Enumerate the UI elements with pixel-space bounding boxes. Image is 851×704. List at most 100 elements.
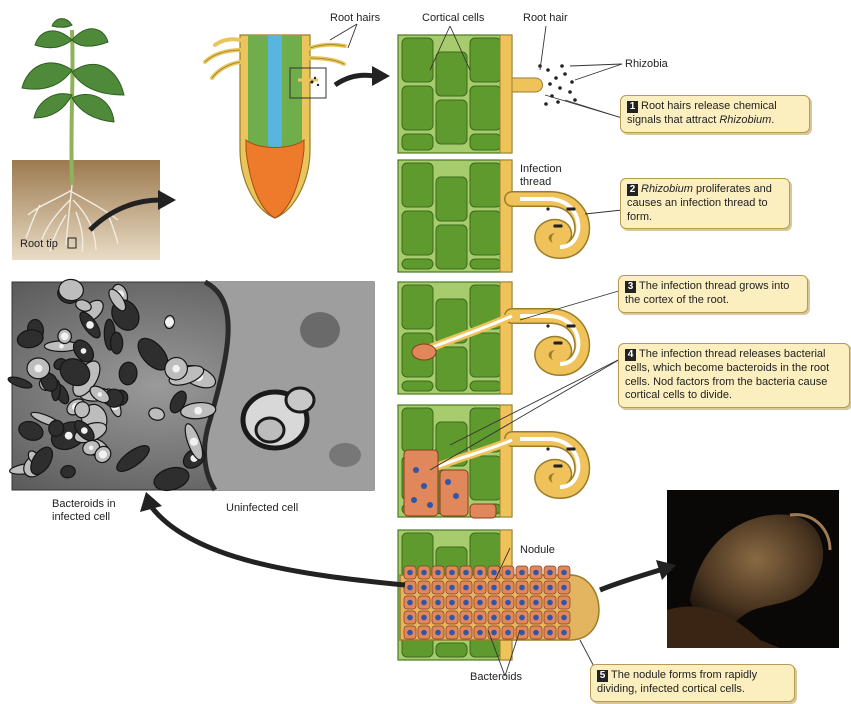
bacteroid: [547, 570, 553, 576]
cortical-cell: [402, 285, 433, 329]
step-text: The infection thread releases bacterial …: [625, 348, 829, 401]
bacteroid: [547, 615, 553, 621]
bacteroid: [449, 600, 455, 606]
step-3-callout: 3The infection thread grows into the cor…: [618, 275, 808, 313]
bacteroid: [413, 467, 419, 473]
infected-cell: [440, 470, 468, 516]
bacteroid: [407, 570, 413, 576]
bacterium-icon: [573, 98, 577, 102]
arrow-to-magnified-hair: [335, 75, 374, 85]
bacteroid: [421, 600, 427, 606]
step-text-end: .: [771, 114, 774, 126]
bacteroid: [463, 615, 469, 621]
granule: [81, 427, 88, 434]
bacteroid: [477, 585, 483, 591]
infection-thread-label: Infection thread: [520, 163, 576, 188]
bacteroid: [533, 585, 539, 591]
bacteroid: [449, 585, 455, 591]
granule: [65, 432, 73, 440]
bacteroid: [407, 630, 413, 636]
bacterium-icon: [566, 324, 569, 327]
bacteroid: [547, 630, 553, 636]
bacteroids-label: Bacteroids: [470, 671, 522, 684]
step-text-italic: Rhizobium: [641, 183, 693, 195]
step-number-badge: 5: [597, 670, 608, 682]
granule: [61, 332, 69, 340]
bacterium-icon: [566, 207, 569, 210]
stage-panel: [398, 160, 512, 272]
bacteroid: [463, 600, 469, 606]
rhizobia-label: Rhizobia: [625, 58, 668, 71]
bacteroid: [505, 585, 511, 591]
bacteroid: [445, 479, 451, 485]
cortical-cell: [470, 86, 501, 130]
bacterium-icon: [554, 76, 558, 80]
granule: [81, 348, 87, 354]
bacteroid: [449, 615, 455, 621]
bacteroid: [421, 630, 427, 636]
bacterium-icon: [560, 64, 564, 68]
bacteroids-in-infected-cell-label: Bacteroids in infected cell: [52, 498, 132, 523]
granule: [89, 445, 94, 450]
bacteroid: [449, 570, 455, 576]
cortical-cell: [470, 211, 501, 255]
root-hair: [512, 78, 543, 92]
bacteroid: [519, 570, 525, 576]
arrow-to-micrograph-head: [140, 492, 162, 512]
cortical-cell: [436, 177, 467, 221]
root-hair-label: Root hair: [523, 12, 568, 25]
bacteroid: [463, 570, 469, 576]
granule: [98, 392, 103, 397]
granule: [194, 407, 202, 415]
bacteroid: [435, 585, 441, 591]
bacteroid: [491, 570, 497, 576]
bacteroid: [407, 615, 413, 621]
bacteroid: [505, 600, 511, 606]
stage-panel: [398, 35, 512, 153]
bacteroid: [561, 630, 567, 636]
bacteroid: [463, 630, 469, 636]
bacteroid: [561, 585, 567, 591]
cortical-cell: [470, 163, 501, 207]
bacteroid: [533, 630, 539, 636]
cortical-cell: [402, 86, 433, 130]
bacteroid: [491, 630, 497, 636]
bacterium-icon: [546, 324, 549, 327]
plant-illustration: [12, 19, 160, 260]
bacteroid: [547, 585, 553, 591]
granule: [34, 364, 42, 372]
bacteroid: [491, 600, 497, 606]
bacteroid: [421, 483, 427, 489]
bacterium-icon: [546, 207, 549, 210]
cortical-cell: [402, 259, 433, 269]
cortical-cells-label: Cortical cells: [422, 12, 484, 25]
step-2-callout: 2Rhizobium proliferates and causes an in…: [620, 178, 790, 229]
bacteroid: [561, 615, 567, 621]
bacterium-icon: [563, 72, 567, 76]
cortical-cell: [470, 134, 501, 150]
cortical-cell: [402, 38, 433, 82]
cortical-cell: [402, 163, 433, 207]
bacteroid: [435, 630, 441, 636]
bacteroid: [561, 570, 567, 576]
granule: [59, 344, 64, 349]
bacteroid: [547, 600, 553, 606]
step-4-callout: 4The infection thread releases bacterial…: [618, 343, 850, 408]
bacteroid: [477, 615, 483, 621]
root-tip-label: Root tip: [20, 238, 58, 251]
cortical-cell: [436, 347, 467, 391]
step-text: The infection thread grows into the cort…: [625, 280, 789, 306]
cortical-cell: [470, 456, 501, 500]
bacterium-icon: [556, 100, 560, 104]
epidermis: [500, 160, 512, 272]
bacterium-icon: [544, 102, 548, 106]
bacteroid: [491, 585, 497, 591]
arrow-to-magnified-hair-head: [372, 66, 390, 86]
granule: [172, 365, 180, 373]
bacteroid: [505, 570, 511, 576]
cortical-cell: [402, 134, 433, 150]
bacteroid: [519, 600, 525, 606]
